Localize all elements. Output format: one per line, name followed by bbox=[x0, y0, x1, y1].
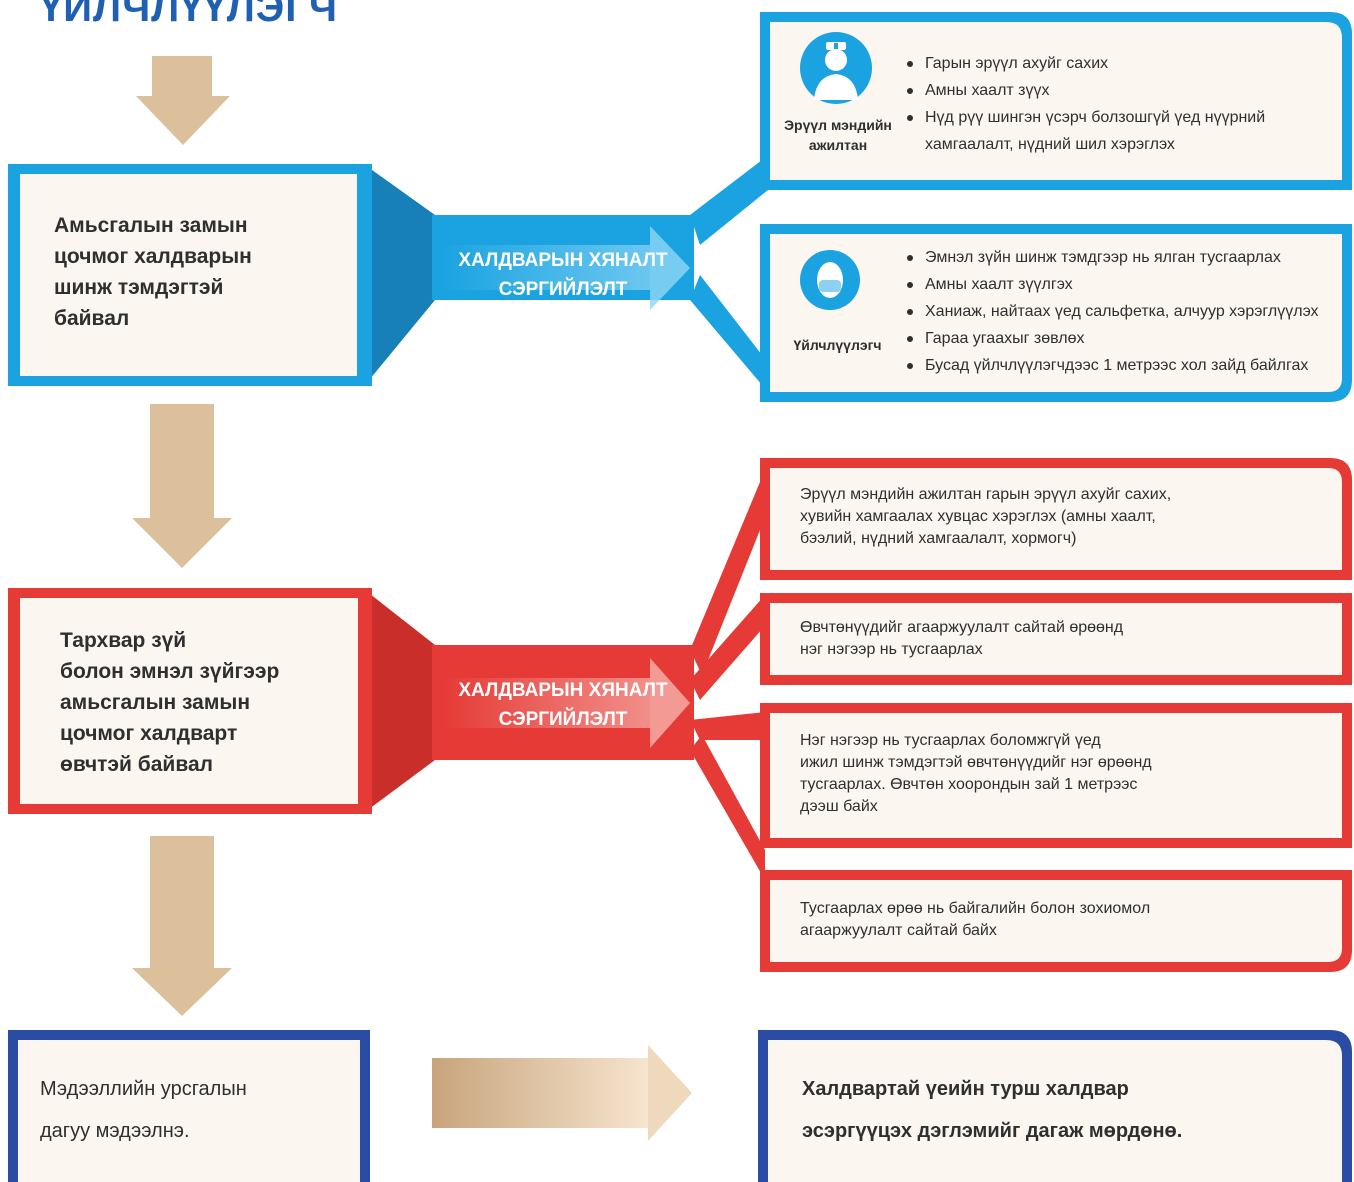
arrow-1-line: СЭРГИЙЛЭЛТ bbox=[498, 279, 628, 300]
red-box-4-text: Тусгаарлах өрөө нь байгалийн болон зохио… bbox=[800, 898, 1330, 942]
blue-bottom-right-box bbox=[760, 224, 1352, 402]
red-box-2-text: Өвчтөнүүдийг агааржуулалт сайтай өрөөнд … bbox=[800, 617, 1330, 661]
red-box-4 bbox=[760, 870, 1352, 972]
red-connector bbox=[365, 470, 772, 880]
list-item: Гарын эрүүл ахуйг сахих bbox=[905, 50, 1335, 77]
client-role: Үйлчлүүлэгч bbox=[793, 337, 882, 353]
condition-2-line: болон эмнэл зүйгээр bbox=[60, 660, 280, 683]
bottom-right-line: эсэргүүцэх дэглэмийг дагаж мөрдөнө. bbox=[802, 1120, 1183, 1142]
bottom-left-line: дагуу мэдээлнэ. bbox=[40, 1120, 190, 1142]
list-item: Гараа угаахыг зөвлөх bbox=[905, 325, 1350, 352]
condition-1-line: шинж тэмдэгтэй bbox=[54, 276, 224, 299]
red-box-line: хувийн хамгаалах хувцас хэрэглэх (амны х… bbox=[800, 508, 1156, 525]
list-item: Эмнэл зүйн шинж тэмдгээр нь ялган тусгаа… bbox=[905, 244, 1350, 271]
red-condition-box bbox=[8, 588, 372, 814]
red-box-line: Өвчтөнүүдийг агааржуулалт сайтай өрөөнд bbox=[800, 619, 1124, 636]
list-item-continuation: хамгаалалт, нүдний шил хэрэглэх bbox=[925, 136, 1175, 153]
arrow-1-line: ХАЛДВАРЫН ХЯНАЛТ bbox=[458, 250, 668, 271]
down-arrow-1 bbox=[136, 56, 230, 145]
red-box-1-text: Эрүүл мэндийн ажилтан гарын эрүүл ахуйг … bbox=[800, 484, 1330, 550]
arrow-1-label: ХАЛДВАРЫН ХЯНАЛТ СЭРГИЙЛЭЛТ bbox=[448, 246, 678, 304]
bottom-left-line: Мэдээллийн урсгалын bbox=[40, 1078, 247, 1100]
arrow-2-line: ХАЛДВАРЫН ХЯНАЛТ bbox=[458, 680, 668, 701]
blue-connector bbox=[365, 160, 768, 385]
list-item: Амны хаалт зүүх bbox=[905, 77, 1335, 104]
health-worker-icon bbox=[800, 32, 872, 104]
down-arrow-2 bbox=[132, 404, 232, 568]
blue-top-right-box bbox=[760, 12, 1352, 190]
list-item: Бусад үйлчлүүлэгчдээс 1 метрээс хол зайд… bbox=[905, 352, 1350, 379]
list-item: Нүд рүү шингэн үсэрч болзошгүй үед нүүрн… bbox=[905, 104, 1335, 131]
red-box-1 bbox=[760, 458, 1352, 580]
arrow-2-line: СЭРГИЙЛЭЛТ bbox=[498, 709, 628, 730]
condition-2-line: өвчтэй байвал bbox=[60, 753, 213, 776]
red-box-line: бээлий, нүдний хамгаалалт, хормогч) bbox=[800, 530, 1077, 547]
condition-1-line: цочмог халдварын bbox=[54, 245, 252, 268]
beige-right-arrow bbox=[432, 1045, 692, 1141]
condition-2-text: Тархвар зүй болон эмнэл зүйгээр амьсгалы… bbox=[60, 625, 350, 780]
condition-2-line: цочмог халдварт bbox=[60, 722, 238, 745]
blue-condition-box bbox=[8, 164, 372, 386]
red-box-line: нэг нэгээр нь тусгаарлах bbox=[800, 641, 983, 658]
condition-1-line: байвал bbox=[54, 307, 130, 330]
red-box-3 bbox=[760, 703, 1352, 848]
bottom-right-line: Халдвартай үеийн турш халдвар bbox=[802, 1078, 1129, 1100]
health-worker-role: Эрүүл мэндийн ажилтан bbox=[776, 115, 900, 155]
condition-1-text: Амьсгалын замын цочмог халдварын шинж тэ… bbox=[54, 210, 344, 334]
red-box-line: ижил шинж тэмдэгтэй өвчтөнүүдийг нэг өрө… bbox=[800, 754, 1152, 771]
list-item: Ханиаж, найтаах үед сальфетка, алчуур хэ… bbox=[905, 298, 1350, 325]
role-line: Эрүүл мэндийн bbox=[784, 117, 892, 133]
bottom-right-text: Халдвартай үеийн турш халдвар эсэргүүцэх… bbox=[802, 1068, 1322, 1152]
red-box-3-text: Нэг нэгээр нь тусгаарлах боломжгүй үед и… bbox=[800, 730, 1330, 818]
health-worker-list: Гарын эрүүл ахуйг сахих Амны хаалт зүүх … bbox=[905, 50, 1335, 131]
client-list: Эмнэл зүйн шинж тэмдгээр нь ялган тусгаа… bbox=[905, 244, 1350, 379]
navy-right-box bbox=[758, 1030, 1352, 1182]
down-arrow-3 bbox=[132, 836, 232, 1016]
red-box-line: Эрүүл мэндийн ажилтан гарын эрүүл ахуйг … bbox=[800, 486, 1172, 503]
bottom-left-text: Мэдээллийн урсгалын дагуу мэдээлнэ. bbox=[40, 1068, 350, 1152]
navy-left-box bbox=[8, 1030, 370, 1182]
red-box-line: тусгаарлах. Өвчтөн хоорондын зай 1 метрэ… bbox=[800, 776, 1138, 793]
condition-2-line: Тархвар зүй bbox=[60, 629, 187, 652]
red-box-2 bbox=[760, 593, 1352, 685]
list-item: Амны хаалт зүүлгэх bbox=[905, 271, 1350, 298]
red-box-line: Нэг нэгээр нь тусгаарлах боломжгүй үед bbox=[800, 732, 1101, 749]
client-icon bbox=[800, 250, 860, 310]
red-box-line: дээш байх bbox=[800, 798, 878, 815]
condition-2-line: амьсгалын замын bbox=[60, 691, 251, 714]
condition-1-line: Амьсгалын замын bbox=[54, 214, 248, 237]
red-box-line: Тусгаарлах өрөө нь байгалийн болон зохио… bbox=[800, 900, 1151, 917]
arrow-2-label: ХАЛДВАРЫН ХЯНАЛТ СЭРГИЙЛЭЛТ bbox=[448, 676, 678, 734]
red-box-line: агааржуулалт сайтай байх bbox=[800, 922, 997, 939]
page-title: ҮЙЛЧЛҮҮЛЭГЧ bbox=[40, 0, 339, 30]
role-line: ажилтан bbox=[808, 137, 868, 153]
